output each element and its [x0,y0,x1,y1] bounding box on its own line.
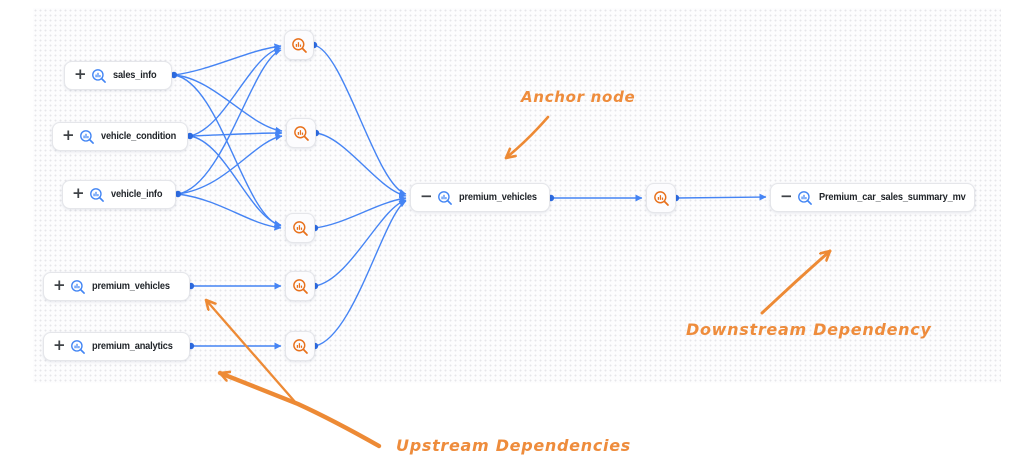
table-search-icon [70,339,86,355]
query-search-icon [292,220,309,237]
collapse-button[interactable]: − [780,187,793,205]
anchor-node-annotation: Anchor node [521,88,636,106]
node-premium-vehicles-anchor[interactable]: − premium_vehicles [410,183,550,212]
node-premium-car-sales-summary-mv[interactable]: − Premium_car_sales_summary_mv [770,183,975,212]
table-search-icon [91,68,107,84]
node-vehicle-condition[interactable]: + vehicle_condition [52,122,188,151]
query-search-icon [292,338,309,355]
expand-button[interactable]: + [72,184,85,202]
node-label: premium_analytics [92,340,173,353]
table-search-icon [79,129,95,145]
node-label: vehicle_info [111,188,163,201]
downstream-dependency-annotation: Downstream Dependency [686,320,932,339]
node-label: Premium_car_sales_summary_mv [819,191,966,204]
node-premium-vehicles-upstream[interactable]: + premium_vehicles [43,272,190,301]
lineage-intermediate-node[interactable] [285,271,315,301]
lineage-intermediate-node[interactable] [286,118,316,148]
table-search-icon [70,279,86,295]
node-sales-info[interactable]: + sales_info [64,61,172,90]
query-search-icon [291,37,308,54]
table-search-icon [437,190,453,206]
table-search-icon [89,187,105,203]
lineage-intermediate-node[interactable] [285,213,315,243]
query-search-icon [293,125,310,142]
lineage-intermediate-node[interactable] [285,331,315,361]
expand-button[interactable]: + [74,65,87,83]
node-label: premium_vehicles [92,280,170,293]
lineage-intermediate-node[interactable] [646,183,676,213]
expand-button[interactable]: + [53,276,66,294]
query-search-icon [292,278,309,295]
node-label: premium_vehicles [459,191,537,204]
upstream-annotation-arrow-thick [217,373,382,449]
node-vehicle-info[interactable]: + vehicle_info [62,180,176,209]
node-label: vehicle_condition [101,130,177,143]
expand-button[interactable]: + [53,336,66,354]
lineage-intermediate-node[interactable] [284,30,314,60]
query-search-icon [653,190,670,207]
upstream-dependencies-annotation: Upstream Dependencies [396,436,631,455]
node-label: sales_info [113,69,157,82]
table-search-icon [797,190,813,206]
node-premium-analytics[interactable]: + premium_analytics [43,332,190,361]
collapse-button[interactable]: − [420,187,433,205]
expand-button[interactable]: + [62,126,75,144]
